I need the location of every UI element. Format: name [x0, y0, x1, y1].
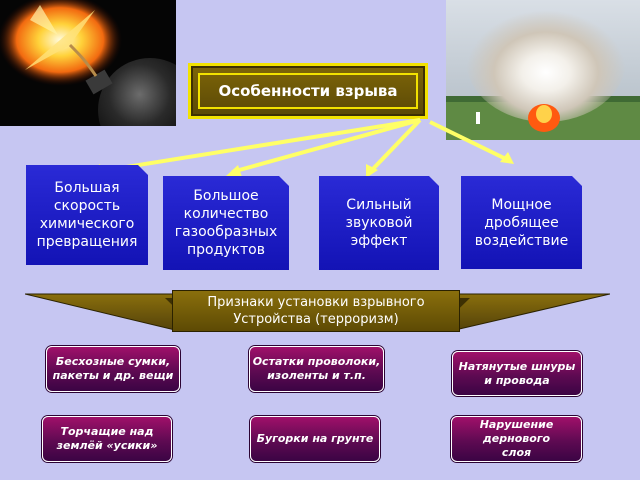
effect-card-label: Мощное дробящее воздействие — [474, 196, 569, 249]
arrow-to-effect-1 — [94, 118, 421, 174]
page-title: Особенности взрыва — [198, 73, 418, 109]
arrow-head-3 — [366, 164, 378, 178]
sign-label: Остатки проволоки, изоленты и т.п. — [252, 355, 381, 382]
sign-label: Бугорки на грунте — [256, 432, 374, 445]
sign-unattended-bags[interactable]: Бесхозные сумки, пакеты и др. вещи — [46, 346, 180, 392]
effect-card-crushing: Мощное дробящее воздействие — [461, 176, 582, 269]
field-explosion-photo — [446, 0, 640, 140]
arrow-head-2 — [226, 165, 242, 177]
sign-antennas[interactable]: Торчащие над землёй «усики» — [42, 416, 172, 462]
sign-label: Бесхозные сумки, пакеты и др. вещи — [52, 355, 174, 382]
effect-card-label: Большое количество газообразных продукто… — [174, 188, 278, 258]
sign-wire-remnants[interactable]: Остатки проволоки, изоленты и т.п. — [249, 346, 384, 392]
signs-heading-box: Признаки установки взрывного Устройства … — [172, 290, 460, 332]
effect-card-speed: Большая скорость химического превращения — [26, 165, 148, 265]
signs-heading: Признаки установки взрывного Устройства … — [207, 295, 425, 327]
sign-turf-disturbance[interactable]: Нарушение дернового слоя — [451, 416, 582, 462]
arrow-head-4 — [500, 152, 514, 164]
effect-card-gas: Большое количество газообразных продукто… — [163, 176, 289, 270]
title-box: Особенности взрыва — [188, 63, 428, 119]
effect-card-label: Большая скорость химического превращения — [36, 180, 138, 250]
bomb-fuse-photo — [0, 0, 176, 126]
sign-ground-bumps[interactable]: Бугорки на грунте — [250, 416, 380, 462]
sign-tripwires[interactable]: Натянутые шнуры и провода — [452, 351, 582, 396]
arrow-to-effect-3 — [368, 118, 422, 174]
arrow-to-effect-4 — [429, 120, 509, 162]
effect-card-label: Сильный звуковой эффект — [345, 197, 413, 249]
effect-card-sound: Сильный звуковой эффект — [319, 176, 439, 270]
arrow-to-effect-2 — [231, 118, 421, 174]
sign-label: Натянутые шнуры и провода — [458, 359, 576, 387]
sign-label: Торчащие над землёй «усики» — [56, 425, 158, 452]
sign-label: Нарушение дернового слоя — [479, 418, 554, 459]
